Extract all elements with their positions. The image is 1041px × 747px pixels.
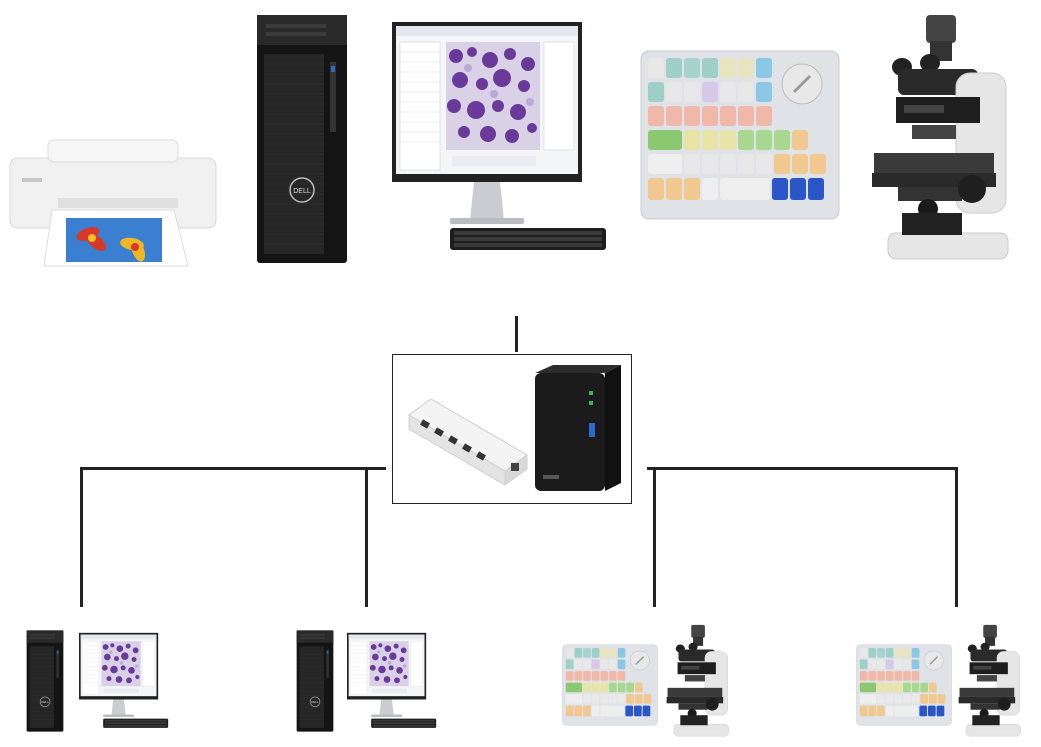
cell-counter (640, 50, 840, 220)
right-drop-2 (955, 467, 958, 607)
nas-storage-icon (533, 363, 623, 493)
microscope-icon (956, 624, 1026, 738)
cell-counter-keypad-icon (640, 50, 840, 220)
network-hub (392, 354, 632, 504)
monitor-with-cell-image-icon (78, 632, 170, 732)
left-trunk-line (80, 467, 386, 470)
network-switch-icon (405, 395, 535, 485)
left-drop-2 (365, 467, 368, 607)
scope-station-1 (562, 624, 742, 738)
monitor (390, 20, 610, 260)
cell-counter-keypad-icon (856, 644, 952, 726)
monitor-with-cell-image-icon (346, 632, 438, 732)
cell-counter-keypad-icon (562, 644, 658, 726)
dell-tower-icon (296, 630, 334, 732)
left-drop-1 (80, 467, 83, 607)
microscope-icon (868, 10, 1018, 266)
workstation-2 (294, 628, 444, 733)
desktop-tower (256, 14, 348, 264)
microscope (868, 10, 1018, 266)
uplink-line (515, 316, 518, 352)
dell-tower-icon (256, 14, 348, 264)
monitor-with-cell-image-icon (390, 20, 610, 260)
printer (8, 138, 218, 268)
workstation-1 (24, 628, 174, 733)
dell-tower-icon (26, 630, 64, 732)
right-drop-1 (653, 467, 656, 607)
printer-icon (8, 138, 218, 268)
microscope-icon (664, 624, 734, 738)
right-trunk-line (647, 467, 958, 470)
scope-station-2 (856, 624, 1036, 738)
